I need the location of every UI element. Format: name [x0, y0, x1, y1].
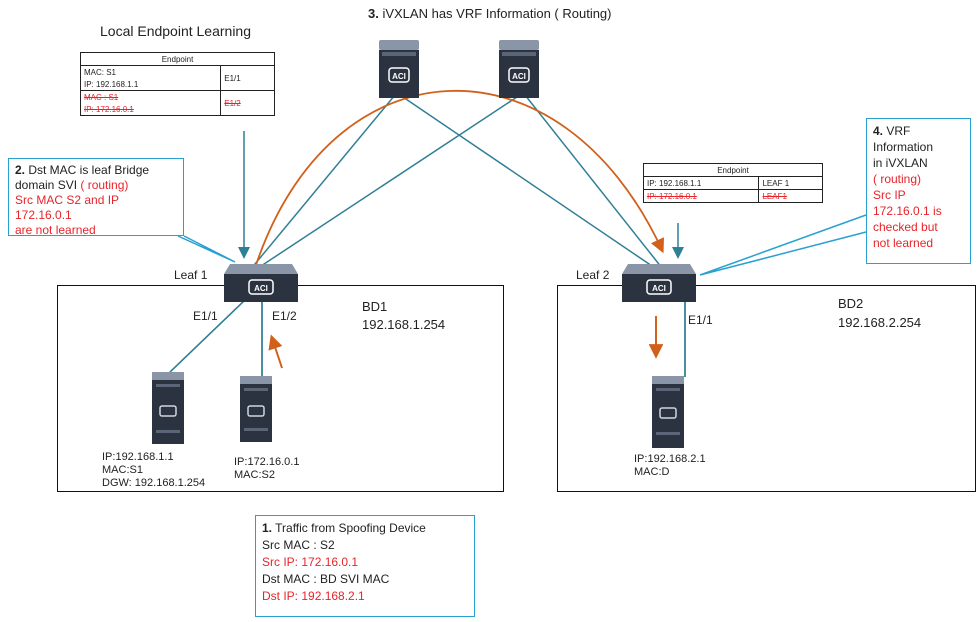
- callout-dst-mac: 2. Dst MAC is leaf Bridge domain SVI ( r…: [8, 158, 184, 237]
- callout-vrf-info: 4. VRF Information in iVXLAN ( routing) …: [866, 118, 971, 264]
- table1-row2-port: E1/2: [220, 90, 275, 116]
- bd1-name: BD1: [362, 299, 388, 314]
- host2-info: IP:172.16.0.1 MAC:S2: [234, 456, 300, 481]
- link-spine1-leaf2: [399, 94, 656, 269]
- leaf2-label: Leaf 2: [576, 268, 610, 282]
- table1-row2-ip: IP: 172.16.0.1: [79, 103, 222, 116]
- table2-row1-ip: IP: 192.168.1.1: [642, 176, 760, 190]
- link-spine1-leaf1: [249, 94, 396, 271]
- bd2-name: BD2: [838, 296, 864, 311]
- leaf1-e12-label: E1/2: [272, 309, 297, 323]
- traffic-arc: [254, 89, 664, 269]
- callout-spoofing-traffic: 1. Traffic from Spoofing Device Src MAC …: [255, 515, 475, 617]
- table2-row1-leaf: LEAF 1: [758, 176, 823, 190]
- table2-row2-leaf: LEAF1: [758, 189, 823, 203]
- spine2-switch-icon: ACI: [499, 40, 539, 98]
- callout4-pointer: [699, 214, 867, 276]
- leaf1-e11-label: E1/1: [193, 309, 218, 323]
- svg-text:ACI: ACI: [254, 284, 268, 293]
- table2-row2-ip: IP: 172.16.0.1: [642, 189, 760, 203]
- leaf1-switch-icon: ACI: [224, 264, 298, 302]
- server-host3-icon: [652, 376, 684, 448]
- link-spine2-leaf1: [254, 94, 521, 271]
- callout2-pointer: [177, 235, 236, 263]
- ivxlan-title: 3. iVXLAN has VRF Information ( Routing): [368, 6, 612, 21]
- svg-text:ACI: ACI: [392, 72, 406, 81]
- table1-row1-mac: MAC: S1: [79, 65, 222, 78]
- svg-text:ACI: ACI: [652, 284, 666, 293]
- spine1-switch-icon: ACI: [379, 40, 419, 98]
- host1-info: IP:192.168.1.1 MAC:S1 DGW: 192.168.1.254: [102, 451, 206, 489]
- link-spine2-leaf2: [524, 94, 663, 269]
- leaf1-label: Leaf 1: [174, 268, 208, 282]
- leaf2-switch-icon: ACI: [622, 264, 696, 302]
- host3-info: IP:192.168.2.1 MAC:D: [634, 453, 706, 478]
- bd1-ip: 192.168.1.254: [362, 317, 446, 332]
- table1-row2-mac: MAC : S1: [79, 90, 222, 103]
- table1-row1-ip: IP: 192.168.1.1: [79, 78, 222, 91]
- table1-header: Endpoint: [80, 52, 275, 66]
- svg-text:ACI: ACI: [512, 72, 526, 81]
- table1-row1-port: E1/1: [220, 65, 275, 91]
- leaf2-e11-label: E1/1: [688, 313, 713, 327]
- server-host2-icon: [240, 376, 272, 442]
- bd2-ip: 192.168.2.254: [838, 315, 922, 330]
- local-learning-title: Local Endpoint Learning: [100, 23, 252, 39]
- server-host1-icon: [152, 372, 184, 444]
- table2-header: Endpoint: [643, 163, 823, 177]
- bd2-box: [557, 285, 976, 492]
